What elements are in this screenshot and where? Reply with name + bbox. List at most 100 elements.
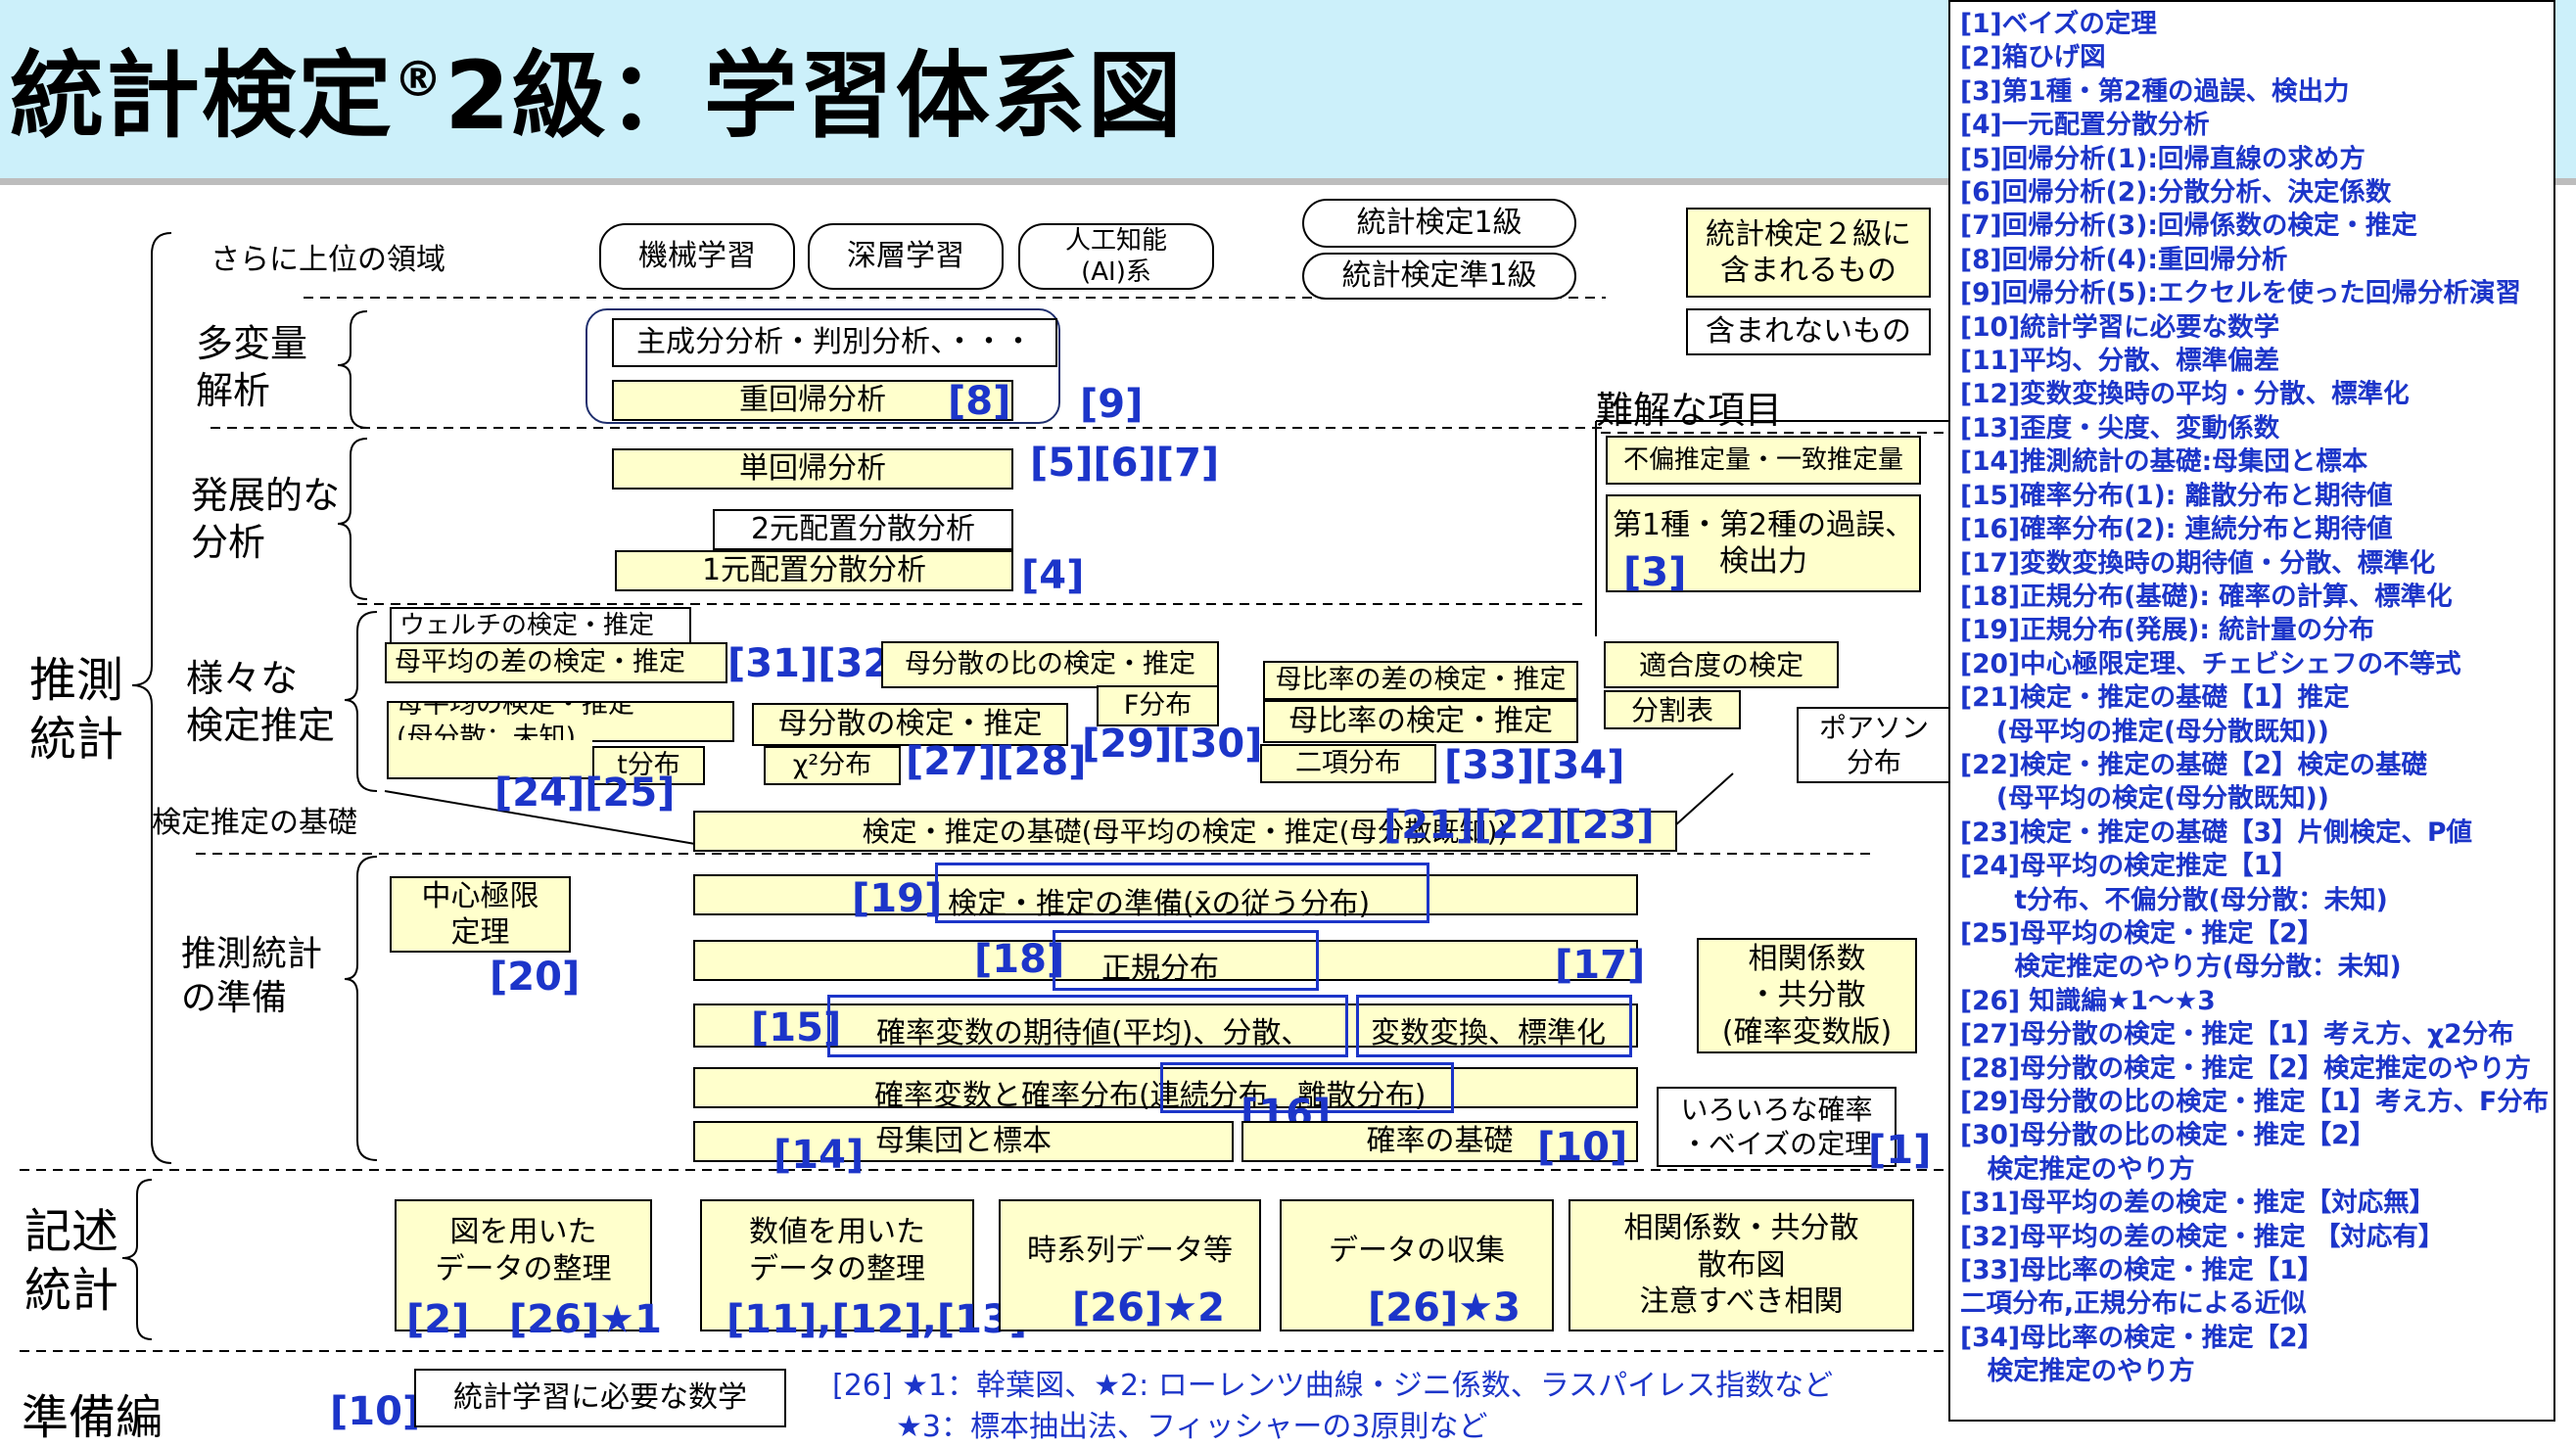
- box-var-test: 母分散の検定・推定: [752, 703, 1068, 746]
- ref-31-32: [31][32]: [727, 641, 909, 686]
- reference-list: [1]ベイズの定理[2]箱ひげ図[3]第1種・第2種の過誤、検出力[4]一元配置…: [1948, 0, 2555, 1422]
- reference-list-item[interactable]: [29]母分散の比の検定・推定【1】考え方、F分布: [1960, 1087, 2550, 1117]
- box-normal-bg: [693, 940, 1638, 981]
- reference-list-item[interactable]: (母平均の推定(母分散既知)): [1960, 716, 2329, 747]
- reference-list-item[interactable]: [21]検定・推定の基礎【1】推定: [1960, 682, 2350, 714]
- box-bayes: いろいろな確率 ・ベイズの定理: [1657, 1087, 1897, 1167]
- ref-20: [20]: [490, 955, 581, 1000]
- reference-list-item[interactable]: [5]回帰分析(1):回帰直線の求め方: [1960, 143, 2365, 174]
- reference-list-item[interactable]: 検定推定のやり方: [1960, 1356, 2195, 1387]
- box-kentei-jun1: 統計検定準1級: [1302, 253, 1576, 300]
- ref-17: [17]: [1555, 943, 1646, 988]
- reference-list-item[interactable]: [11]平均、分散、標準偏差: [1960, 346, 2280, 377]
- box-poisson-dist: ポアソン 分布: [1797, 707, 1951, 783]
- reference-list-item[interactable]: [19]正規分布(発展): 統計量の分布: [1960, 615, 2375, 646]
- reference-list-item[interactable]: [31]母平均の差の検定・推定【対応無】: [1960, 1188, 2436, 1219]
- page-title: 統計検定®2級：学習体系図: [10, 41, 1184, 151]
- reference-list-item[interactable]: [30]母分散の比の検定・推定【2】: [1960, 1120, 2376, 1151]
- reference-list-item[interactable]: [18]正規分布(基礎): 確率の計算、標準化: [1960, 581, 2453, 612]
- ref-11-12-13: [11],[12],[13]: [726, 1297, 1028, 1342]
- reference-list-item[interactable]: [22]検定・推定の基礎【2】検定の基礎: [1960, 749, 2428, 780]
- legend-excluded: 含まれないもの: [1686, 308, 1931, 355]
- inference-brace: [131, 232, 172, 1164]
- reference-list-item[interactable]: [4]一元配置分散分析: [1960, 110, 2210, 141]
- ref-26-star1: [26]★1: [509, 1297, 662, 1342]
- reference-list-item[interactable]: [10]統計学習に必要な数学: [1960, 311, 2280, 343]
- box-deep-learning: 深層学習: [808, 223, 1004, 290]
- box-testing-basics: 検定・推定の基礎(母平均の検定・推定(母分散既知)): [693, 811, 1677, 852]
- reference-list-item[interactable]: [1]ベイズの定理: [1960, 9, 2157, 39]
- box-numeric-data: 数値を用いた データの整理: [700, 1199, 974, 1331]
- title-banner-border: [0, 178, 2576, 185]
- reference-list-item[interactable]: [9]回帰分析(5):エクセルを使った回帰分析演習: [1960, 278, 2521, 309]
- highlight-transform: [1356, 995, 1632, 1057]
- box-type-errors: 第1種・第2種の過誤、 検出力: [1606, 494, 1921, 592]
- ref-4: [4]: [1021, 553, 1085, 598]
- section-inference-prep: 推測統計 の準備: [181, 934, 323, 1018]
- box-machine-learning: 機械学習: [599, 223, 795, 290]
- box-transform-label: 変数変換、標準化: [1371, 1016, 1606, 1050]
- reference-list-item[interactable]: [7]回帰分析(3):回帰係数の検定・推定: [1960, 210, 2417, 242]
- reference-list-item[interactable]: 二項分布,正規分布による近似: [1960, 1288, 2307, 1320]
- ref-14: [14]: [773, 1133, 865, 1178]
- box-ai: 人工知能 (AI)系: [1018, 223, 1214, 290]
- ref-3: [3]: [1623, 550, 1687, 595]
- reference-list-item[interactable]: t分布、不偏分散(母分散：未知): [1960, 884, 2388, 915]
- reference-list-item[interactable]: [17]変数変換時の期待値・分散、標準化: [1960, 547, 2436, 579]
- reference-list-item[interactable]: [8]回帰分析(4):重回帰分析: [1960, 244, 2288, 275]
- box-correlation-scatter: 相関係数・共分散 散布図 注意すべき相関: [1569, 1199, 1914, 1331]
- reference-list-item[interactable]: [32]母平均の差の検定・推定 【対応有】: [1960, 1221, 2445, 1252]
- reference-list-item[interactable]: [15]確率分布(1): 離散分布と期待値: [1960, 480, 2393, 511]
- reference-list-item[interactable]: [20]中心極限定理、チェビシェフの不等式: [1960, 648, 2461, 679]
- box-simple-regression: 単回帰分析: [612, 448, 1013, 490]
- ref-21-22-23: [21][22][23]: [1383, 803, 1655, 848]
- reference-list-item[interactable]: (母平均の検定(母分散既知)): [1960, 783, 2329, 815]
- ref-5-6-7: [5][6][7]: [1030, 441, 1220, 486]
- ref-27-28: [27][28]: [906, 739, 1087, 784]
- reference-list-item[interactable]: 検定推定のやり方: [1960, 1153, 2195, 1185]
- reference-list-item[interactable]: [26] 知識編★1～★3: [1960, 985, 2216, 1016]
- multivariate-brace: [337, 310, 368, 429]
- reference-list-item[interactable]: [3]第1種・第2種の過誤、検出力: [1960, 75, 2350, 107]
- reference-list-item[interactable]: [14]推測統計の基礎:母集団と標本: [1960, 446, 2368, 478]
- ref-19: [19]: [852, 876, 943, 921]
- reference-list-item[interactable]: 検定推定のやり方(母分散：未知): [1960, 952, 2402, 983]
- box-prob-basics: 確率の基礎: [1241, 1121, 1638, 1162]
- box-kentei-1: 統計検定1級: [1302, 199, 1576, 248]
- ref-26-star2: [26]★2: [1072, 1285, 1225, 1330]
- box-clt: 中心極限 定理: [390, 876, 571, 953]
- section-various: 様々な 検定推定: [186, 657, 336, 747]
- ref-8: [8]: [948, 379, 1011, 424]
- reference-list-item[interactable]: [6]回帰分析(2):分散分析、決定係数: [1960, 177, 2392, 209]
- box-figure-data: 図を用いた データの整理: [395, 1199, 652, 1331]
- highlight-expectation: [827, 995, 1348, 1057]
- box-t-dist: t分布: [592, 746, 705, 785]
- box-normal-label: 正規分布: [1101, 952, 1219, 986]
- reference-list-item[interactable]: [28]母分散の検定・推定【2】検定推定のやり方: [1960, 1052, 2532, 1084]
- ref-18: [18]: [974, 937, 1065, 982]
- reference-list-item[interactable]: [13]歪度・尖度、変動係数: [1960, 412, 2280, 443]
- reference-list-item[interactable]: [25]母平均の検定・推定【2】: [1960, 917, 2324, 949]
- reference-list-item[interactable]: [2]箱ひげ図: [1960, 42, 2106, 73]
- box-two-way-anova: 2元配置分散分析: [713, 509, 1013, 550]
- ref-10-b: [10]: [330, 1389, 421, 1434]
- box-binomial-dist: 二項分布: [1260, 744, 1436, 783]
- ref-9: [9]: [1080, 382, 1144, 427]
- box-correlation-rv: 相関係数 ・共分散 (確率変数版): [1697, 938, 1917, 1053]
- box-population-sample: 母集団と標本: [693, 1121, 1234, 1162]
- reference-list-item[interactable]: [27]母分散の検定・推定【1】考え方、χ2分布: [1960, 1019, 2514, 1050]
- reference-list-item[interactable]: [24]母平均の検定推定【1】: [1960, 851, 2298, 882]
- reference-list-item[interactable]: [33]母比率の検定・推定【1】: [1960, 1255, 2324, 1286]
- reference-list-item[interactable]: [34]母比率の検定・推定【2】: [1960, 1322, 2324, 1353]
- inference-prep-brace: [344, 856, 378, 1161]
- reference-list-item[interactable]: [12]変数変換時の平均・分散、標準化: [1960, 379, 2410, 410]
- box-var-ratio-test: 母分散の比の検定・推定: [881, 641, 1219, 688]
- box-mean-test-lower: [387, 740, 592, 779]
- box-rv-dist-label: 確率変数と確率分布(連続分布、離散分布): [874, 1079, 1427, 1113]
- reference-list-item[interactable]: [16]確率分布(2): 連続分布と期待値: [1960, 514, 2393, 545]
- reference-list-item[interactable]: [23]検定・推定の基礎【3】片側検定、P値: [1960, 817, 2472, 848]
- various-brace: [344, 611, 378, 792]
- section-multivariate: 多変量 解析: [196, 322, 308, 412]
- multivariate-group-frame: [585, 308, 1060, 424]
- descriptive-brace: [121, 1179, 153, 1340]
